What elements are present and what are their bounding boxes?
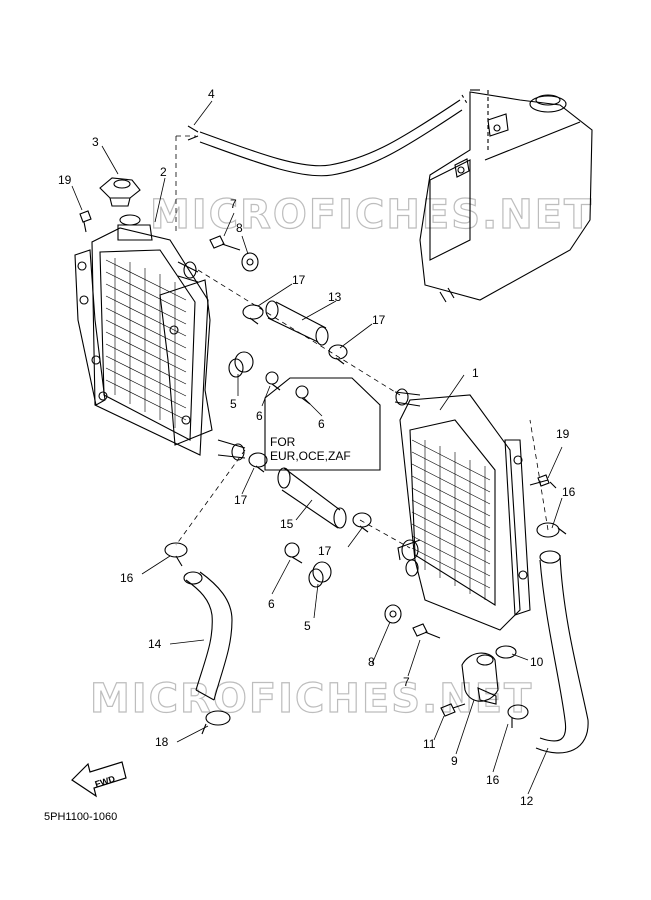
callout-5-bottom: 5 <box>304 619 311 633</box>
callout-7-bottom: 7 <box>403 675 410 689</box>
callout-3: 3 <box>92 135 99 149</box>
callout-11: 11 <box>423 737 436 751</box>
hose-12 <box>535 550 589 754</box>
callout-6-c: 6 <box>268 597 275 611</box>
callout-12: 12 <box>520 794 534 808</box>
callout-6-b: 6 <box>318 417 325 431</box>
callout-15: 15 <box>280 517 294 531</box>
note-box-line2: EUR,OCE,ZAF <box>270 449 351 463</box>
grommets <box>228 351 332 588</box>
washers <box>241 252 402 624</box>
callout-17-d: 17 <box>318 544 332 558</box>
watermark-top: MICROFICHES.NET <box>150 192 593 238</box>
callout-1: 1 <box>472 366 479 380</box>
callout-17-a: 17 <box>292 273 306 287</box>
callout-17-c: 17 <box>234 493 248 507</box>
callout-6-a: 6 <box>256 409 263 423</box>
note-box-line1: FOR <box>270 435 296 449</box>
callout-19-right: 19 <box>556 427 570 441</box>
diagram-code: 5PH1100-1060 <box>44 811 117 823</box>
radiator-cap <box>99 177 141 207</box>
note-box-outline <box>264 377 381 471</box>
callout-2: 2 <box>160 165 167 179</box>
hose-15 <box>277 467 347 529</box>
bolts <box>79 210 557 717</box>
callout-13: 13 <box>328 290 342 304</box>
callout-5-top: 5 <box>230 397 237 411</box>
hose-joint-9 <box>461 652 499 705</box>
callout-19-left: 19 <box>58 173 72 187</box>
leader-lines <box>71 100 563 795</box>
collars <box>265 371 311 564</box>
callout-18: 18 <box>155 735 169 749</box>
overflow-hose <box>187 94 469 177</box>
callout-7-top: 7 <box>230 197 237 211</box>
hose-13 <box>265 300 329 346</box>
alignment-lines <box>175 135 549 549</box>
fwd-arrow-icon: FWD <box>71 761 127 798</box>
coolant-reservoir-tank <box>419 89 593 303</box>
callout-16-left: 16 <box>120 571 134 585</box>
callout-16-right: 16 <box>562 485 576 499</box>
left-radiator <box>74 214 246 461</box>
watermark-bottom: MICROFICHES.NET <box>90 676 533 722</box>
hose-14 <box>183 571 233 701</box>
hose-clamps <box>164 304 567 735</box>
callout-16-bottom: 16 <box>486 773 500 787</box>
o-ring <box>495 645 517 659</box>
callout-8-bottom: 8 <box>368 655 375 669</box>
right-radiator <box>394 388 549 631</box>
callout-9: 9 <box>451 754 458 768</box>
callout-14: 14 <box>148 637 162 651</box>
callout-4: 4 <box>208 87 215 101</box>
callout-17-b: 17 <box>372 313 386 327</box>
callout-8-top: 8 <box>236 221 243 235</box>
callout-10: 10 <box>530 655 544 669</box>
